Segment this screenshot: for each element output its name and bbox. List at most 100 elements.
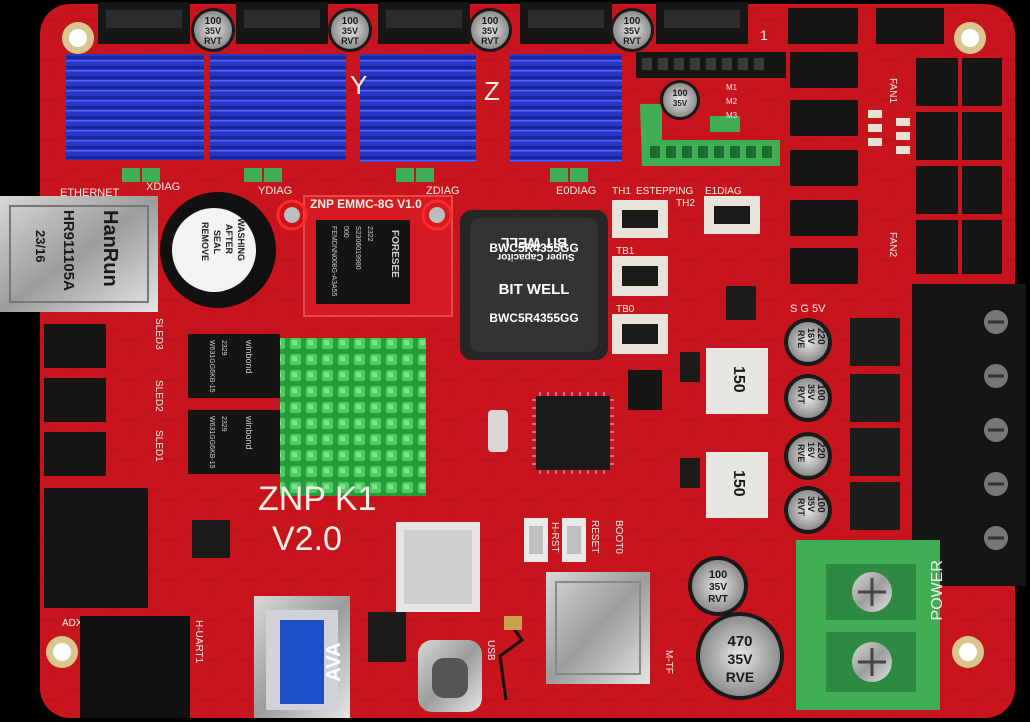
emmc-screw-highlights [276,199,453,231]
label-usb: USB [485,640,496,661]
label-j1: 1 [760,27,768,43]
svg-text:RVE: RVE [796,330,806,348]
svg-text:16V: 16V [806,328,816,344]
small-connector-mid[interactable] [628,370,662,410]
svg-text:RVT: RVT [623,36,641,46]
svg-text:100: 100 [482,16,499,27]
svg-text:RVT: RVT [796,386,806,404]
antenna-connector [504,616,522,630]
svg-text:35V: 35V [482,26,498,36]
svg-text:BWC5R4355GG: BWC5R4355GG [489,241,578,255]
svg-text:Super Capacitor: Super Capacitor [497,251,574,262]
svg-text:BIT WELL: BIT WELL [501,235,568,251]
svg-text:470: 470 [727,633,752,650]
label-tb1: TB1 [616,246,635,257]
label-ydiag: YDIAG [258,185,292,197]
label-e1diag: E1DIAG [705,186,742,197]
svg-text:35V: 35V [673,99,688,108]
svg-text:100: 100 [342,16,359,27]
heater-terminal-block[interactable] [912,284,1026,586]
svg-text:220: 220 [815,328,826,345]
svg-text:2329: 2329 [220,416,227,432]
power-capacitors: 220 16V RVE 100 35V RVT 220 16V RVE 100 … [784,318,832,534]
label-xdiag: XDIAG [146,181,180,193]
svg-text:SEAL: SEAL [212,230,222,255]
mosfets [850,318,900,530]
label-mtf: M-TF [663,650,674,674]
label-sg5v: S G 5V [790,303,826,315]
label-huart: H-UART1 [193,620,204,664]
svg-text:winbond: winbond [244,415,254,450]
crystal [488,410,508,452]
inductors: 150 150 [706,348,768,518]
svg-text:RVT: RVT [708,594,728,605]
e-driver-capacitor: 100 35V [660,80,700,120]
usb-c-port[interactable] [418,640,482,712]
motor-connectors-top[interactable] [98,2,748,44]
smd-resistor-array [868,110,910,154]
uart-connector[interactable] [80,616,190,718]
buttons[interactable] [524,518,586,562]
svg-text:150: 150 [730,470,747,497]
wifi-module [396,522,480,612]
svg-text:23/16: 23/16 [33,230,48,263]
svg-text:BIT WELL: BIT WELL [499,281,570,298]
usb-a-port[interactable]: AVA [254,596,350,718]
axis-letter-z: Z [484,76,500,106]
svg-text:000: 000 [342,226,349,238]
small-chips [192,286,756,662]
board-title-line2: V2.0 [272,520,342,558]
thermistor-connectors[interactable] [612,196,760,354]
buzzer: REMOVE SEAL AFTER WASHING [160,192,276,308]
label-reset: RESET [589,520,600,553]
svg-text:WASHING: WASHING [236,218,246,261]
label-hrst: H-RST [549,522,560,553]
svg-text:RVE: RVE [796,444,806,462]
antenna-cable [498,625,525,701]
svg-text:35V: 35V [709,582,727,593]
ethernet-jack[interactable]: HanRun HR911105A 23/16 [0,196,158,312]
e-driver-socket[interactable] [636,52,786,166]
label-estepping: ESTEPPING [636,186,693,197]
mcu-chip [532,392,614,474]
micro-sd-slot[interactable] [546,572,650,684]
cpu-heatsink [280,338,426,496]
svg-text:BWC5R4355GG: BWC5R4355GG [489,311,578,325]
svg-text:RVT: RVT [481,36,499,46]
label-fan2: FAN2 [887,232,898,257]
svg-text:RVT: RVT [341,36,359,46]
label-th2: TH2 [676,198,695,209]
power-input-terminal[interactable] [796,540,940,710]
label-m3: M3 [726,111,738,120]
label-adxl: ADXL3 [62,618,94,629]
svg-text:16V: 16V [806,442,816,458]
svg-text:HanRun: HanRun [99,210,121,287]
svg-text:W631GG6KB-15: W631GG6KB-15 [208,416,215,469]
sled-connectors[interactable] [44,324,148,608]
svg-text:35V: 35V [806,496,816,512]
bulk-capacitors: 100 35V RVT 470 35V RVE [688,556,784,700]
svg-text:RVT: RVT [796,498,806,516]
emmc-label: ZNP EMMC-8G V1.0 [310,197,422,211]
axis-letter-y: Y [350,70,367,100]
svg-text:RVE: RVE [726,669,755,685]
svg-text:HR911105A: HR911105A [60,210,77,291]
svg-text:FORESEE: FORESEE [389,230,400,278]
svg-text:35V: 35V [205,26,221,36]
svg-text:100: 100 [624,16,641,27]
svg-text:winbond: winbond [244,339,254,374]
supercapacitor: BIT WELL Super Capacitor BIT WELL BWC5R4… [460,210,608,360]
stepper-heatsinks [66,54,622,162]
right-connector-column[interactable] [788,8,1002,284]
label-e0diag: E0DIAG [556,185,596,197]
label-m2: M2 [726,97,738,106]
svg-text:150: 150 [730,366,747,393]
svg-text:W631GG6KB-15: W631GG6KB-15 [208,340,215,393]
label-zdiag: ZDIAG [426,185,460,197]
label-sled2: SLED2 [153,380,164,412]
svg-text:100: 100 [815,384,826,401]
svg-text:2329: 2329 [220,340,227,356]
diag-jumpers[interactable] [122,168,588,182]
